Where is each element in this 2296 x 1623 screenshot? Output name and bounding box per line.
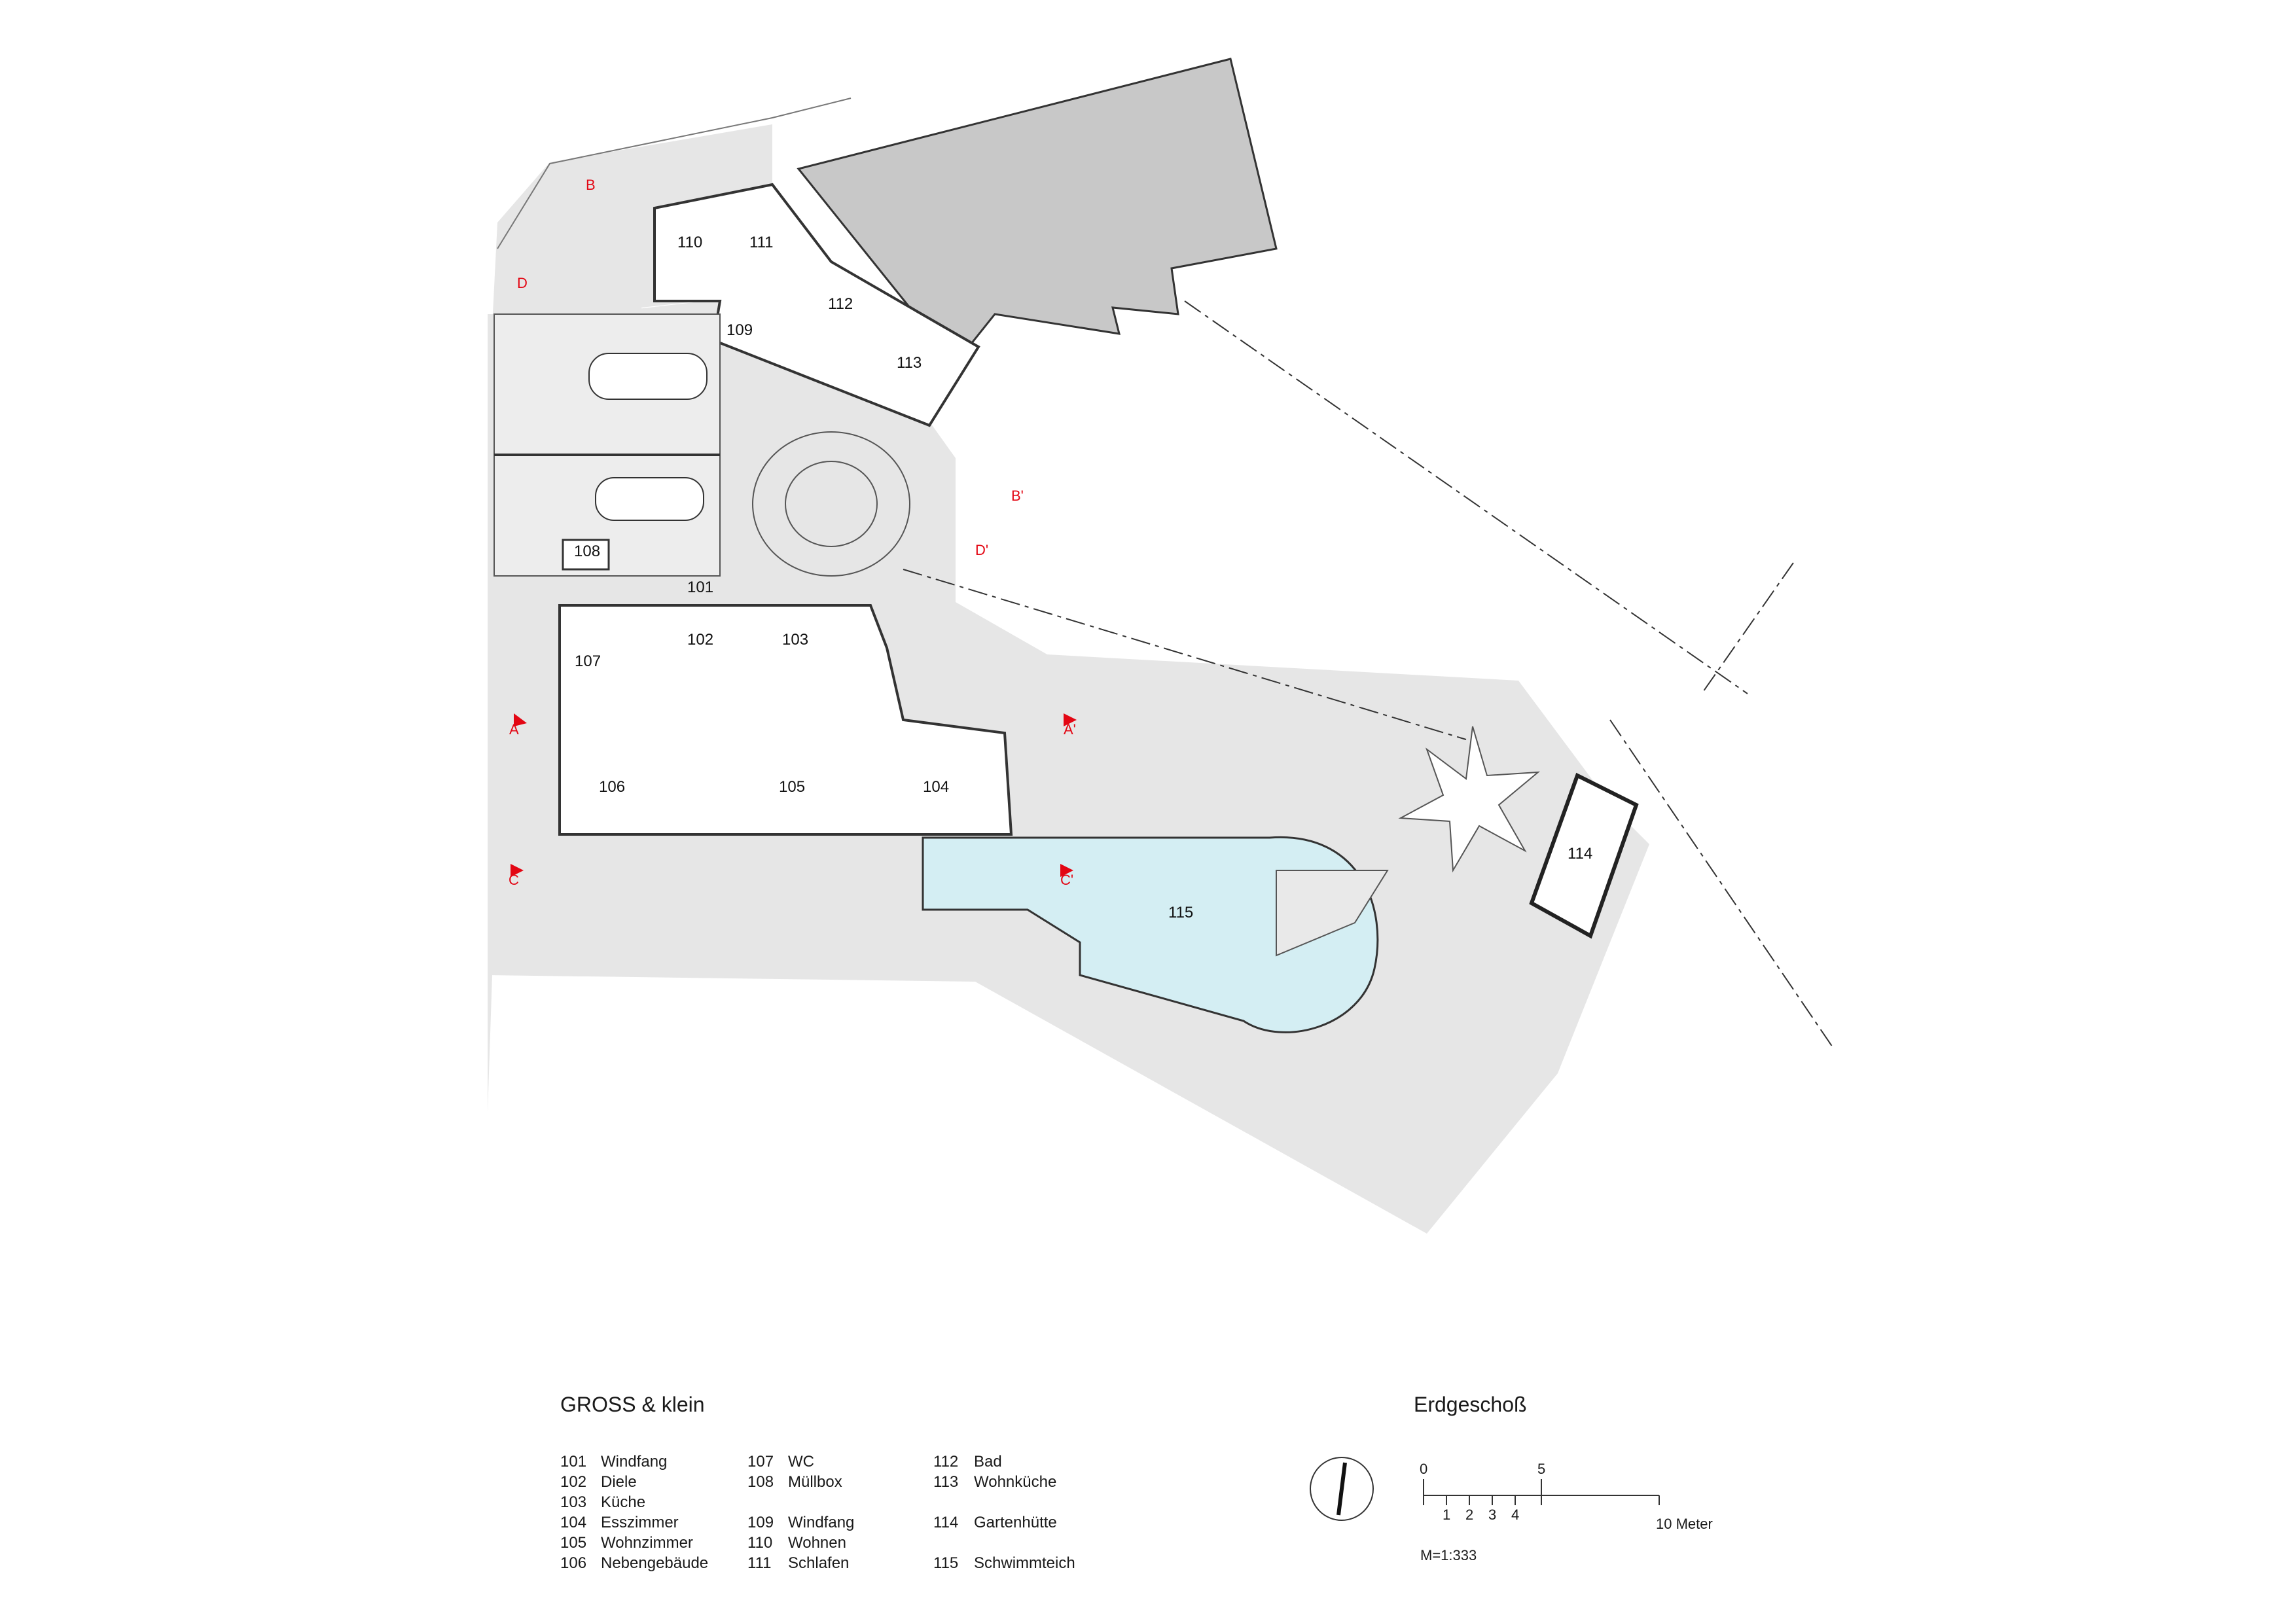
scale-tick-0: 0 — [1420, 1461, 1428, 1477]
svg-text:A': A' — [1064, 721, 1076, 738]
tree-icon — [752, 431, 910, 577]
svg-text:105: 105 — [779, 778, 805, 796]
svg-text:D': D' — [975, 542, 988, 558]
svg-text:D: D — [517, 275, 528, 291]
scale-ratio: M=1:333 — [1420, 1547, 1477, 1563]
svg-text:110: 110 — [677, 234, 702, 251]
svg-text:C': C' — [1060, 872, 1073, 888]
north-arrow-icon — [1310, 1457, 1374, 1521]
room-labels: 110 111 112 109 113 108 101 102 103 107 … — [574, 234, 1592, 921]
scale-tick-3: 3 — [1488, 1507, 1497, 1523]
house-north — [653, 183, 980, 427]
house-main — [558, 604, 1013, 836]
scale-tick-5: 5 — [1537, 1461, 1546, 1477]
svg-text:C: C — [509, 872, 519, 888]
svg-text:103: 103 — [782, 631, 808, 649]
svg-text:102: 102 — [687, 631, 713, 649]
scale-bar — [1423, 1479, 1660, 1505]
scale-tick-1: 1 — [1443, 1507, 1451, 1523]
garden-hut — [1529, 772, 1639, 939]
sheet-title: Erdgeschoß — [1414, 1393, 1527, 1416]
scale-end-label: 10 Meter — [1656, 1516, 1713, 1532]
car-icon — [588, 353, 708, 521]
section-markers: A A' C C' B B' D D' — [509, 177, 1077, 888]
svg-text:112: 112 — [828, 295, 853, 313]
svg-text:B': B' — [1011, 488, 1024, 504]
svg-text:101: 101 — [687, 579, 713, 596]
svg-text:107: 107 — [575, 652, 601, 670]
svg-text:106: 106 — [599, 778, 625, 796]
pool — [922, 836, 1379, 1033]
svg-text:113: 113 — [897, 354, 922, 372]
deck — [1276, 870, 1389, 957]
svg-text:109: 109 — [726, 321, 753, 339]
svg-text:108: 108 — [574, 543, 600, 560]
fence — [497, 98, 852, 249]
star-palm-icon — [1398, 726, 1540, 873]
project-title: GROSS & klein — [560, 1393, 705, 1416]
svg-text:B: B — [586, 177, 596, 193]
svg-text:114: 114 — [1568, 845, 1592, 863]
svg-text:A: A — [509, 721, 519, 738]
svg-text:104: 104 — [923, 778, 949, 796]
scale-tick-2: 2 — [1465, 1507, 1474, 1523]
property-lines — [903, 300, 1833, 1048]
svg-text:111: 111 — [749, 234, 773, 251]
svg-text:115: 115 — [1168, 904, 1193, 921]
scale-tick-4: 4 — [1511, 1507, 1520, 1523]
